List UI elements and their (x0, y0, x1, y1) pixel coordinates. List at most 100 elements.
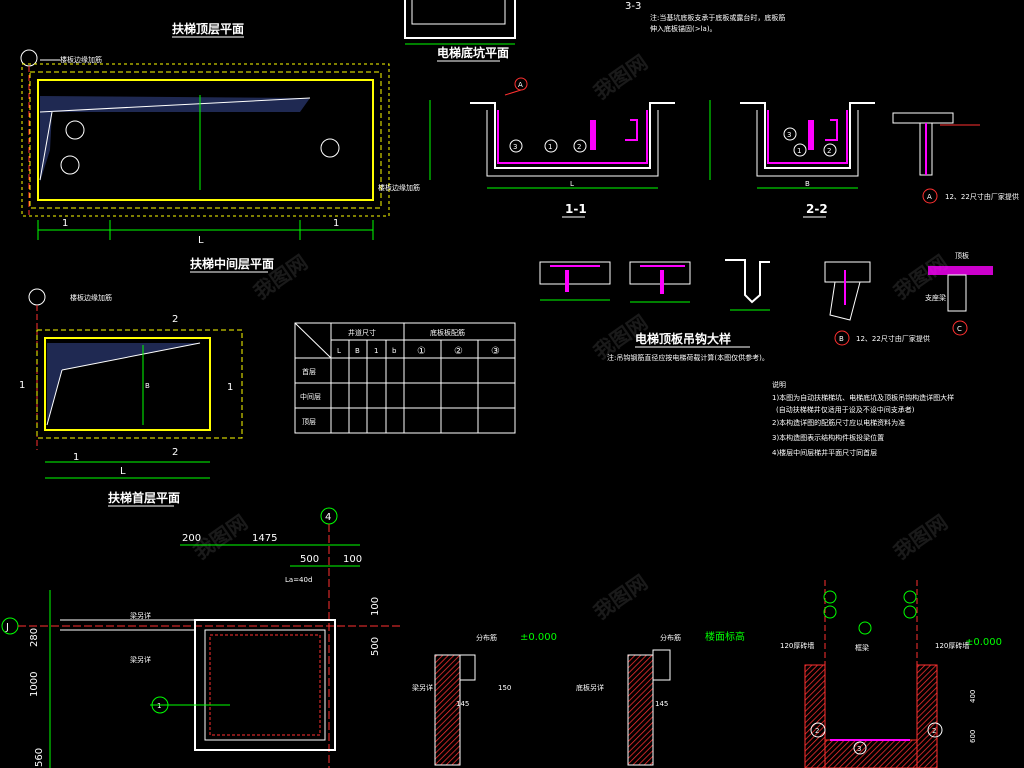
dim-200: 200 (182, 533, 201, 544)
outer-wall (36, 329, 243, 439)
slope-edge (39, 111, 53, 181)
dim-560: 560 (34, 748, 45, 767)
marker-3: 3 (787, 131, 791, 139)
slope-edge (39, 97, 311, 113)
watermark: 我图网 (589, 50, 652, 104)
section-label: 1 (19, 380, 25, 391)
table-col: b (392, 347, 397, 355)
first-plan-title: 扶梯首层平面 (108, 490, 180, 505)
slope-edge (61, 342, 201, 371)
sec22-title: 2-2 (806, 202, 828, 216)
escalator-slope (40, 96, 310, 182)
pit-plan (404, 0, 516, 45)
pit-detail-plan: 4 J 1475 200 500 100 La=40d 梁另详 梁另详 1 28… (1, 507, 400, 768)
table-col: ③ (491, 346, 500, 357)
detail-a: A 12、22尺寸由厂家提供 (892, 112, 1019, 204)
dim-500: 500 (300, 554, 319, 565)
pit-table (294, 322, 516, 434)
explanation: 说明 1)本图为自动扶梯梯坑、电梯底坑及顶板吊钩构造详图大样 (自动扶梯梯井仅适… (772, 380, 954, 457)
elev-pm0: ±0.000 (520, 632, 557, 643)
table-header: 井道尺寸 (348, 328, 376, 337)
first-plan: 楼板边缘加筋 1 1 2 2 B 1 L (19, 288, 243, 479)
table-col: B (355, 347, 360, 355)
dim-145: 145 (655, 700, 668, 708)
marker-2: 2 (577, 143, 581, 151)
hook-details: B 12、22尺寸由厂家提供 顶板 支座梁 C (539, 251, 993, 346)
marker-c: C (957, 325, 962, 333)
wall-label: 120厚砖墙 (935, 641, 969, 650)
beam-label: 梁另详 (412, 683, 433, 692)
marker-1: 1 (548, 143, 552, 151)
edge-section-1: ±0.000 分布筋 梁另详 145 150 (412, 632, 557, 766)
pit-section-3: ±0.000 120厚砖墙 120厚砖墙 框梁 2 2 3 400 600 (780, 580, 1002, 768)
b-dim: B (145, 382, 150, 390)
dim-la: La=40d (285, 576, 312, 584)
beam-label: 支座梁 (925, 293, 946, 302)
sec11-title: 1-1 (565, 202, 587, 216)
axis-j: J (5, 622, 9, 633)
dim-100: 100 (370, 597, 381, 616)
marker-a: A (518, 81, 523, 89)
marker-2: 2 (815, 727, 819, 735)
shaft-wall (44, 337, 211, 431)
slope-edge (46, 369, 63, 426)
section-marker (65, 120, 85, 140)
dim-text: L (120, 466, 126, 477)
marker-3: 3 (857, 745, 861, 753)
watermark: 我图网 (889, 510, 952, 564)
table-col: ② (454, 346, 463, 357)
section-1-1: A 3 1 2 L (429, 77, 675, 189)
dim-600: 600 (969, 730, 977, 743)
marker-2: 2 (932, 727, 936, 735)
explanation-line: 3)本构造图表示结构构件板投梁位置 (772, 433, 884, 442)
dim-150: 150 (498, 684, 511, 692)
table-frame (294, 322, 516, 434)
elev-pm0: ±0.000 (965, 637, 1002, 648)
edge-section-2: 楼面标高 分布筋 底板另详 145 (576, 630, 745, 766)
sec33-note: 注:当基坑底板支承于底板或露台时，底板筋 (650, 13, 785, 22)
slab-label: 底板另详 (576, 683, 604, 692)
watermark: 我图网 (589, 570, 652, 624)
marker-2: 2 (827, 147, 831, 155)
plate-top-label: 楼面标高 (705, 630, 745, 643)
detail-a-note: 12、22尺寸由厂家提供 (945, 192, 1019, 201)
mid-plan-title: 扶梯中间层平面 (190, 256, 274, 271)
hook-title: 电梯顶板吊钩大样 (635, 331, 731, 346)
hook-rebar (590, 120, 596, 150)
explanation-line: 4)楼层中间层梯井平面尺寸同首层 (772, 448, 877, 457)
table-col: 1 (374, 347, 378, 355)
beam-label: 梁另详 (130, 655, 151, 664)
table-col: L (337, 347, 341, 355)
escalator-slope (47, 343, 200, 425)
outer-wall-2 (21, 63, 390, 217)
table-row: 中间层 (300, 392, 321, 401)
plate-label: 顶板 (955, 251, 969, 260)
pit-plan-title: 电梯底坑平面 (437, 45, 509, 60)
dim-400: 400 (969, 690, 977, 703)
section-marker (60, 155, 80, 175)
explanation-line: 1)本图为自动扶梯梯坑、电梯底坑及顶板吊钩构造详图大样 (772, 393, 954, 402)
marker-b: B (839, 335, 844, 343)
explanation-title: 说明 (772, 380, 786, 389)
table-row: 首层 (302, 367, 316, 376)
mid-plan: 楼板边缘加筋 1 1 L 楼板边缘加筋 (20, 49, 420, 246)
edge-rebar-label: 楼板边缘加筋 (60, 55, 102, 64)
section-label: 2 (172, 314, 178, 325)
detail-b-note: 12、22尺寸由厂家提供 (856, 334, 930, 343)
explanation-line: 2)本构造详图的配筋尺寸应以电梯资料为准 (772, 418, 905, 427)
wall-label: 120厚砖墙 (780, 641, 814, 650)
dim-280: 280 (29, 628, 40, 647)
beam-label: 梁另详 (130, 611, 151, 620)
marker-1: 1 (157, 702, 161, 710)
edge-rebar-label: 楼板边缘加筋 (378, 183, 420, 192)
dim-text: 1 (62, 218, 68, 229)
section-label: 1 (227, 382, 233, 393)
dim-text: L (570, 180, 574, 188)
edge-rebar-label: 楼板边缘加筋 (70, 293, 112, 302)
table-row: 顶层 (302, 418, 316, 426)
dim-text: B (805, 180, 810, 188)
table-col: ① (417, 346, 426, 357)
axis-4: 4 (325, 512, 331, 523)
axis-bubble (28, 288, 46, 306)
